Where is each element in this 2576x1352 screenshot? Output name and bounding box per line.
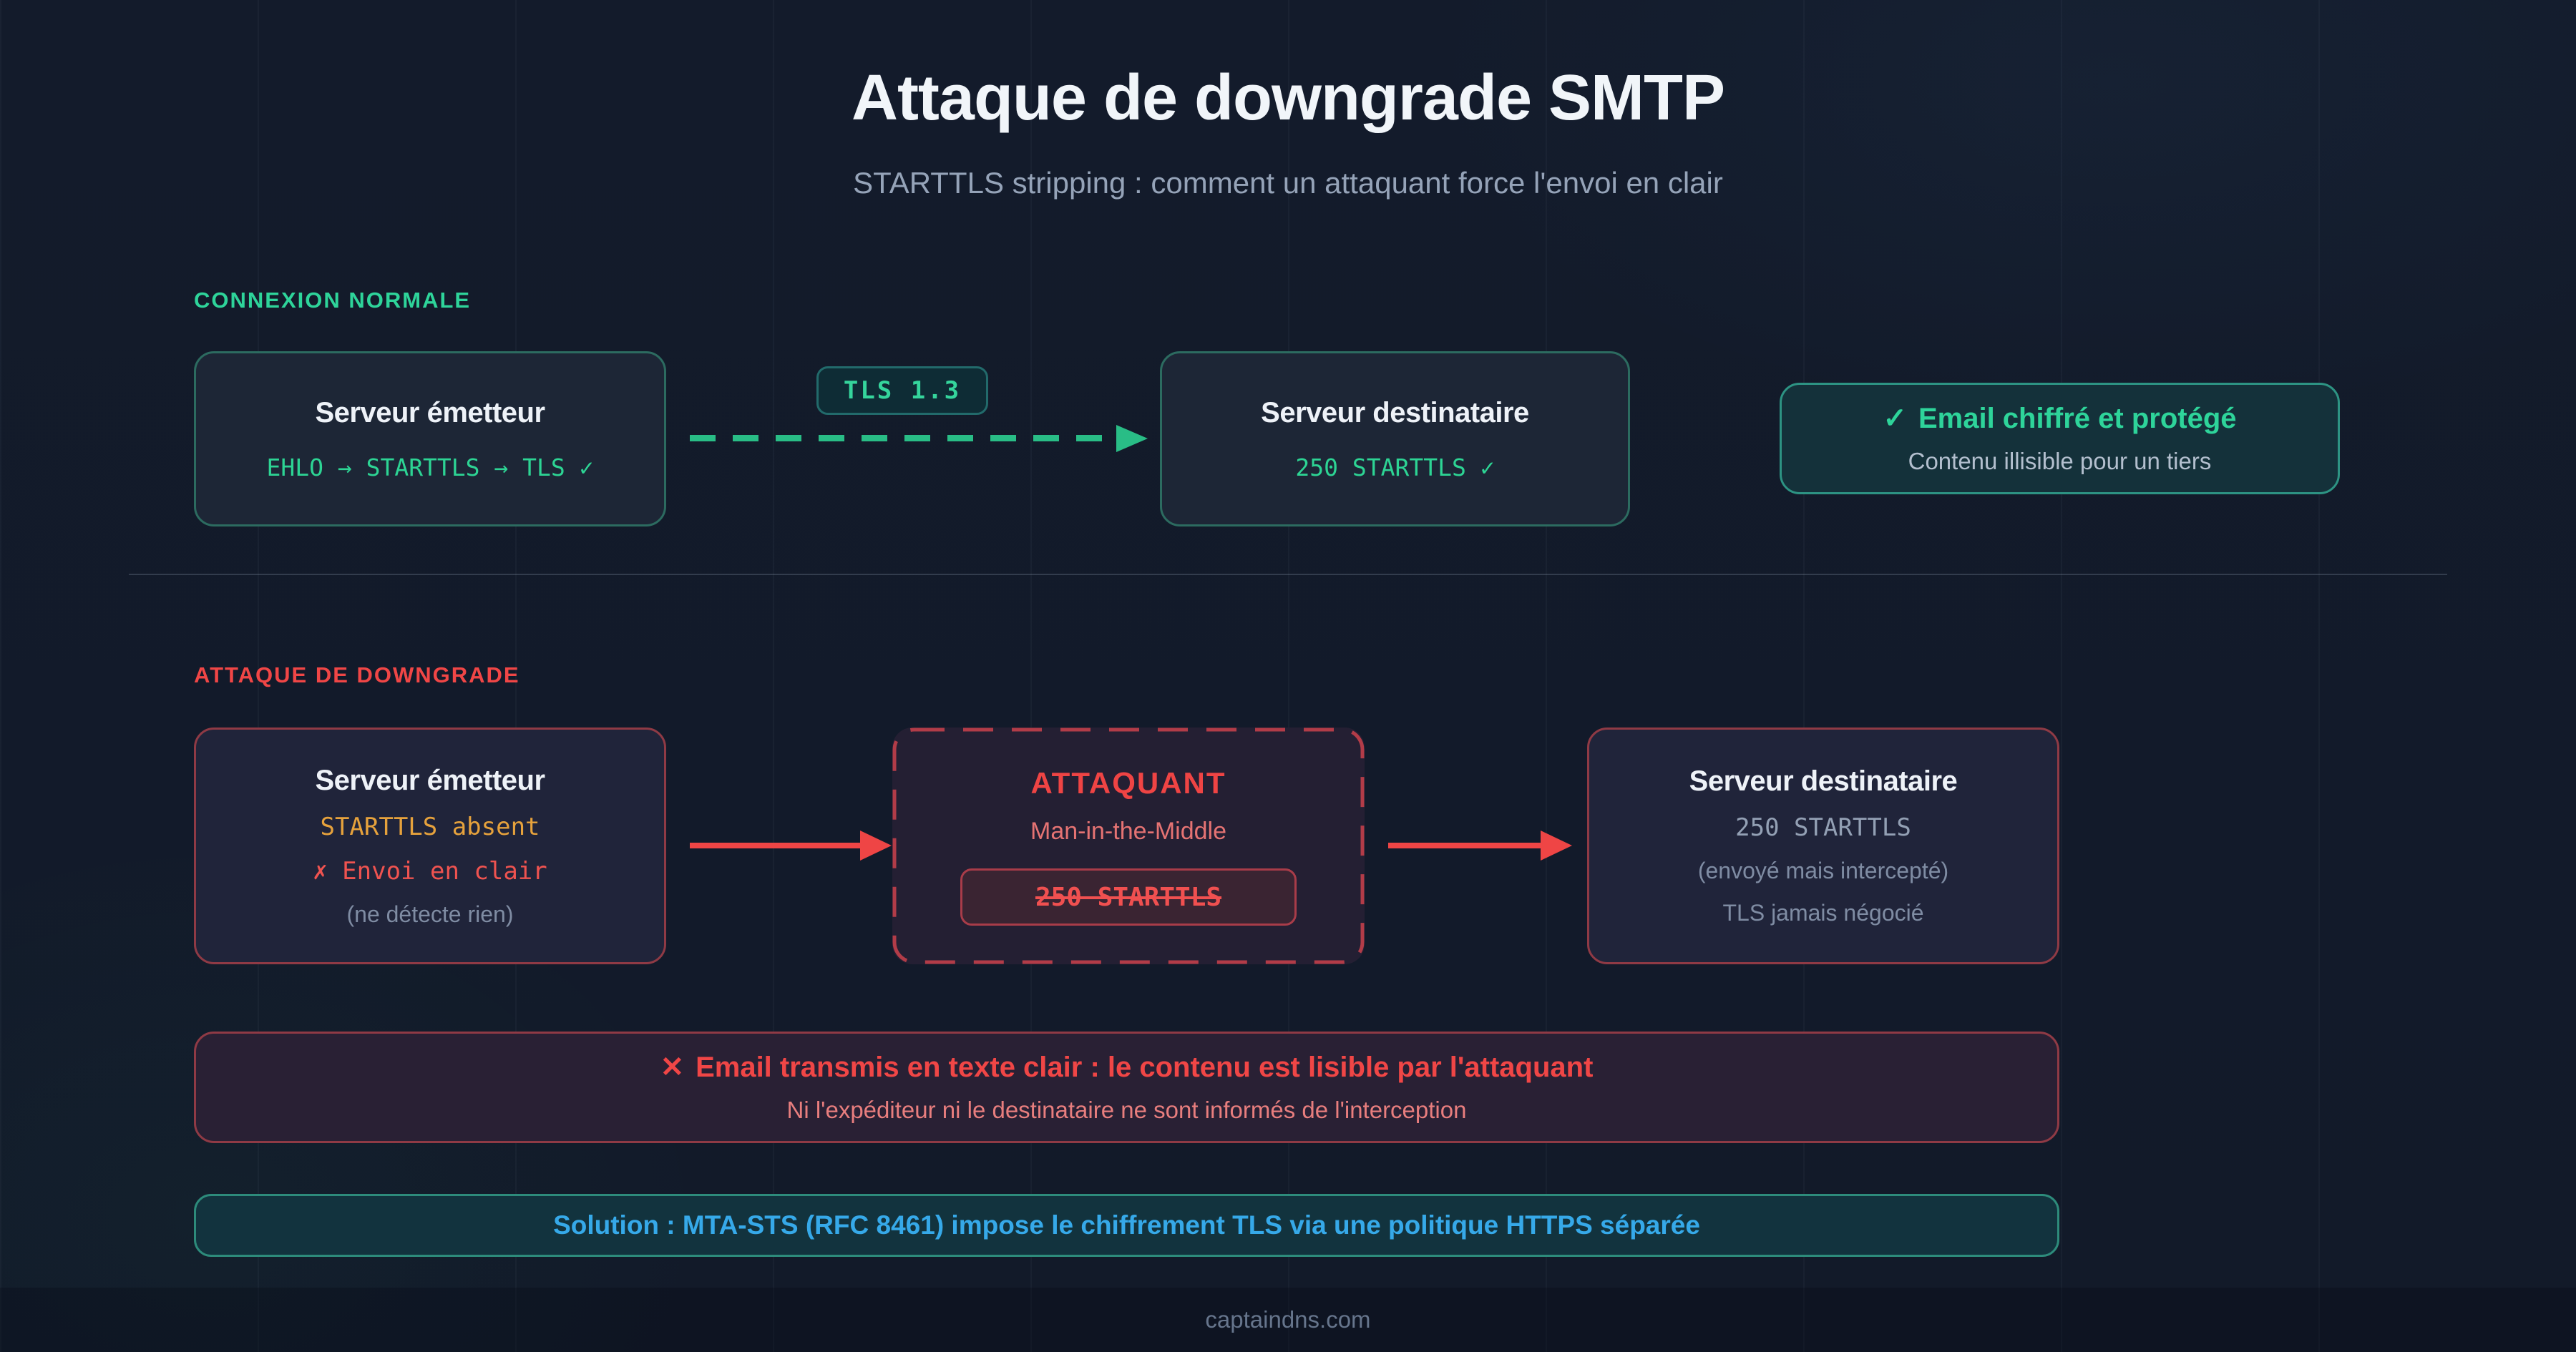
attack-sender-server-box: Serveur émetteur STARTTLS absent ✗ Envoi… (194, 728, 666, 964)
attack-receiver-response: 250 STARTTLS (1735, 813, 1911, 842)
stripped-starttls-badge: 250 STARTTLS (960, 868, 1297, 926)
normal-sender-server-box: Serveur émetteur EHLO → STARTTLS → TLS ✓ (194, 351, 666, 526)
x-icon: ✕ (660, 1052, 685, 1083)
encrypted-result-title: Email chiffré et protégé (1918, 402, 2237, 434)
footer-band: captaindns.com (0, 1288, 2576, 1352)
attack-sender-cleartext-line: ✗ Envoi en clair (313, 856, 547, 886)
warning-subtitle: Ni l'expéditeur ni le destinataire ne so… (786, 1097, 1467, 1123)
attack-receiver-server-box: Serveur destinataire 250 STARTTLS (envoy… (1587, 728, 2059, 964)
attack-arrow-right-arrowhead-icon (1541, 831, 1572, 861)
section-label-downgrade-attack: ATTAQUE DE DOWNGRADE (194, 662, 520, 687)
section-divider (129, 574, 2447, 575)
section-label-normal-connection: CONNEXION NORMALE (194, 288, 472, 313)
attack-receiver-intercepted-note: (envoyé mais intercepté) (1697, 858, 1949, 883)
check-icon: ✓ (1883, 403, 1907, 434)
mta-sts-solution-banner: Solution : MTA-STS (RFC 8461) impose le … (194, 1194, 2059, 1257)
normal-receiver-response: 250 STARTTLS ✓ (1295, 453, 1495, 481)
cleartext-warning-banner: ✕ Email transmis en texte clair : le con… (194, 1032, 2059, 1143)
encrypted-connection-arrowhead-icon (1116, 425, 1148, 452)
encrypted-result-box: ✓ Email chiffré et protégé Contenu illis… (1780, 383, 2340, 494)
normal-receiver-title: Serveur destinataire (1261, 396, 1529, 428)
attacker-dashed-border (892, 728, 1365, 964)
attacker-subtitle: Man-in-the-Middle (1030, 818, 1226, 845)
normal-sender-title: Serveur émetteur (315, 396, 545, 428)
encrypted-result-title-row: ✓ Email chiffré et protégé (1883, 402, 2236, 435)
attack-sender-title: Serveur émetteur (315, 764, 545, 796)
attack-arrow-left-arrowhead-icon (860, 831, 892, 861)
attack-receiver-no-tls-note: TLS jamais négocié (1722, 900, 1924, 926)
normal-sender-command: EHLO → STARTTLS → TLS ✓ (266, 453, 594, 481)
attack-sender-note: (ne détecte rien) (346, 901, 514, 927)
attack-receiver-title: Serveur destinataire (1689, 765, 1958, 797)
attack-arrow-right-line (1388, 843, 1542, 848)
normal-receiver-server-box: Serveur destinataire 250 STARTTLS ✓ (1160, 351, 1630, 526)
page-subtitle: STARTTLS stripping : comment un attaquan… (853, 166, 1723, 200)
encrypted-result-subtitle: Contenu illisible pour un tiers (1908, 448, 2212, 474)
footer-domain: captaindns.com (1205, 1306, 1371, 1333)
attack-sender-starttls-absent: STARTTLS absent (320, 812, 540, 841)
tls-version-badge: TLS 1.3 (816, 366, 988, 415)
page-title: Attaque de downgrade SMTP (851, 62, 1725, 134)
attacker-mitm-box: ATTAQUANT Man-in-the-Middle 250 STARTTLS (892, 728, 1365, 964)
warning-title-row: ✕ Email transmis en texte clair : le con… (660, 1051, 1594, 1084)
attack-arrow-left-line (690, 843, 862, 848)
warning-title: Email transmis en texte clair : le conte… (696, 1051, 1594, 1083)
encrypted-connection-dashed-arrow-line (690, 435, 1119, 441)
attacker-title: ATTAQUANT (1030, 766, 1226, 800)
